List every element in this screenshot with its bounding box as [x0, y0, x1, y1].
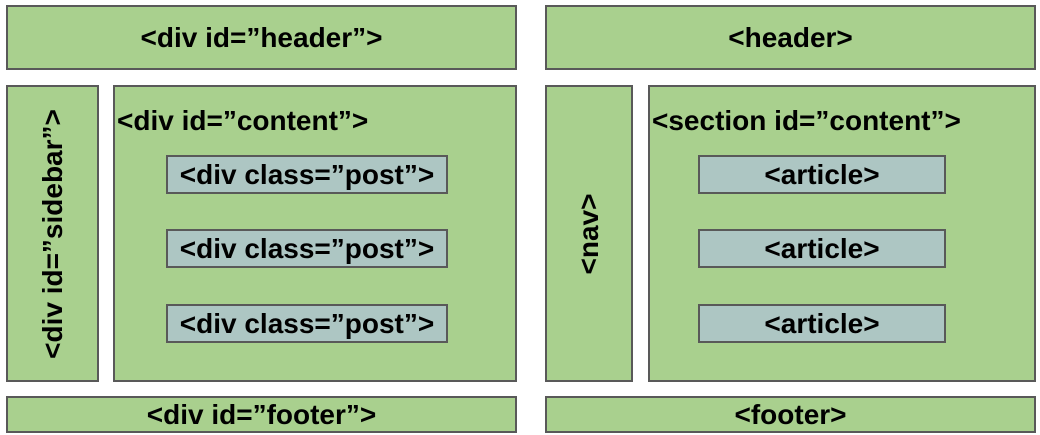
left-post-box-3: <div class=”post”> [166, 304, 448, 343]
right-article-box-1: <article> [698, 155, 946, 194]
left-post-label-1: <div class=”post”> [179, 158, 435, 190]
left-footer-label: <div id=”footer”> [146, 398, 377, 430]
right-header-box: <header> [545, 5, 1036, 70]
right-nav-label: <nav> [573, 193, 604, 274]
right-article-label-2: <article> [764, 232, 880, 264]
right-content-label: <section id=”content”> [652, 105, 961, 136]
left-post-label-3: <div class=”post”> [179, 307, 435, 339]
right-footer-box: <footer> [545, 396, 1036, 433]
left-header-label: <div id=”header”> [140, 21, 383, 53]
left-footer-box: <div id=”footer”> [6, 396, 517, 433]
left-sidebar-box: <div id=”sidebar”> [6, 85, 99, 382]
right-article-label-3: <article> [764, 307, 880, 339]
right-article-label-1: <article> [764, 158, 880, 190]
right-nav-box: <nav> [545, 85, 633, 382]
right-header-label: <header> [728, 21, 853, 53]
left-post-box-1: <div class=”post”> [166, 155, 448, 194]
left-sidebar-label: <div id=”sidebar”> [36, 108, 68, 359]
left-header-box: <div id=”header”> [6, 5, 517, 70]
left-post-label-2: <div class=”post”> [179, 232, 435, 264]
left-post-box-2: <div class=”post”> [166, 229, 448, 268]
right-footer-label: <footer> [734, 398, 847, 430]
right-article-box-3: <article> [698, 304, 946, 343]
right-article-box-2: <article> [698, 229, 946, 268]
left-content-label: <div id=”content”> [117, 105, 369, 136]
